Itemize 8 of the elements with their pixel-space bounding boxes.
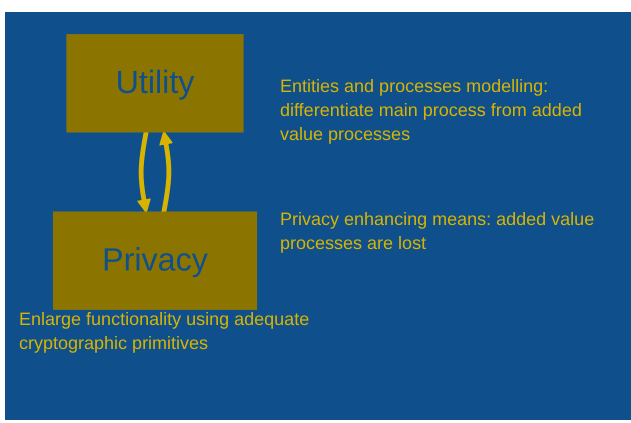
annotation-text: Enlarge functionality using adequate cryptographic primitives (19, 308, 310, 355)
arrow (136, 131, 151, 213)
arrow (159, 131, 174, 213)
node-box (66, 34, 244, 132)
annotation-text: Privacy enhancing means: added value processes are lost (280, 208, 596, 255)
slide-background: Utility Privacy Entities and processes modelling: differentiate main process from added value processes Privacy enhancing means: added value processes are lost Enlarge functionality using adequate cryptographic primitives (5, 12, 631, 420)
annotation-text: Entities and processes modelling: differentiate main process from added value processes (280, 75, 583, 146)
node-box (52, 212, 258, 310)
